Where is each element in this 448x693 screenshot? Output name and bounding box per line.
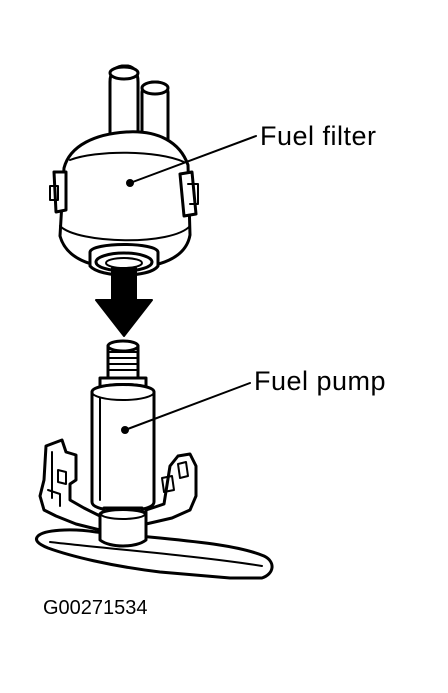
fuel-pump-label: Fuel pump [254, 366, 386, 396]
fuel-pump [90, 339, 156, 534]
figure-code: G00271534 [43, 597, 148, 619]
fuel-pump-body [90, 383, 156, 513]
fuel-filter [49, 64, 199, 277]
fuel-pump-bracket [34, 438, 274, 580]
bracket-left [38, 438, 102, 532]
fuel-pump-nozzle [98, 339, 148, 390]
leader-fuel-pump [121, 382, 251, 434]
bracket-right [144, 452, 198, 526]
leader-fuel-filter [126, 135, 257, 187]
down-arrow-icon [95, 267, 153, 337]
bracket-tray [34, 528, 274, 580]
fuel-filter-label: Fuel filter [260, 121, 377, 151]
fuel-filter-clip-left [52, 170, 68, 214]
fuel-filter-clip-right [178, 170, 198, 218]
